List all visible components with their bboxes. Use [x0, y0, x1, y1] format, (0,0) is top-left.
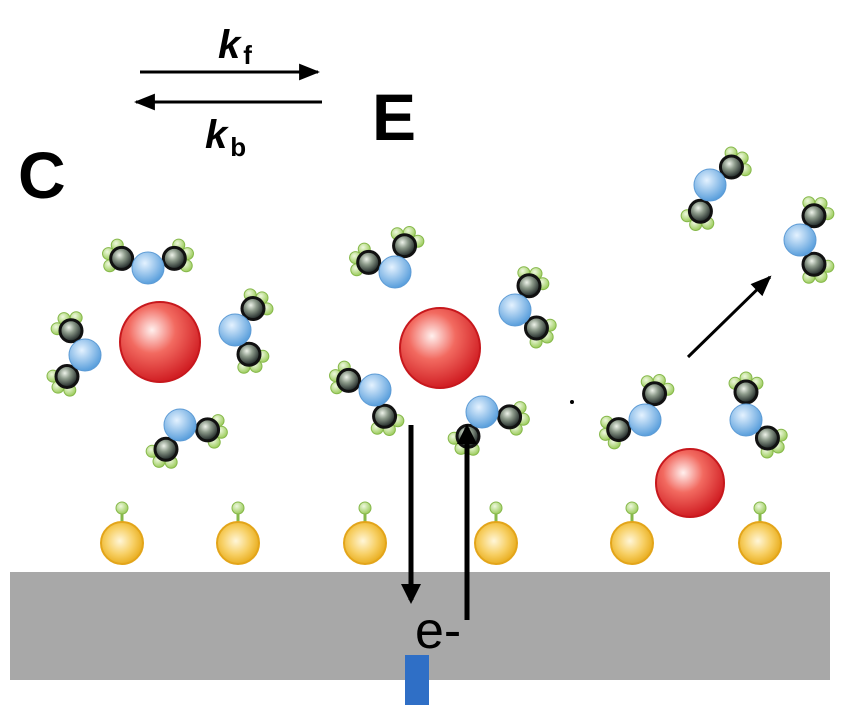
site-atom	[216, 521, 260, 565]
hydrogen-atom	[358, 501, 372, 515]
ligand	[783, 196, 835, 284]
metal-ion	[399, 307, 481, 389]
ligand-center-atom	[131, 251, 165, 285]
hydrogen-atom	[625, 501, 639, 515]
site-atom	[100, 521, 144, 565]
state-c-label: C	[18, 138, 66, 212]
ligand-atom	[236, 341, 262, 367]
hydrogen-atom	[753, 501, 767, 515]
surface-site	[610, 501, 654, 565]
ligand-atom	[801, 251, 827, 277]
hydrogen-atom	[489, 501, 503, 515]
complexes	[46, 226, 788, 518]
ligand-center-atom	[693, 168, 727, 202]
ligand-atom	[718, 154, 744, 180]
electron-label: e-	[415, 602, 461, 660]
ligand-atom	[356, 249, 382, 275]
ligand-release-arrow-icon	[686, 275, 772, 359]
ligand-center-atom	[218, 313, 252, 347]
ligand-atom	[153, 436, 179, 462]
state-e-label: E	[372, 80, 416, 154]
rate-backward-k: k	[205, 113, 229, 157]
ligand	[46, 311, 102, 397]
ligand-atom	[336, 367, 362, 393]
surface-sites	[100, 501, 782, 565]
surface-site	[474, 501, 518, 565]
ligand	[145, 408, 228, 469]
ligand-atom	[195, 417, 221, 443]
ligand-atom	[372, 403, 398, 429]
ligand-atom	[109, 245, 135, 271]
ligand-atom	[754, 425, 780, 451]
ligand-center-atom	[783, 223, 817, 257]
ligand-atom	[54, 363, 80, 389]
electrode-contact	[405, 655, 429, 705]
metal-ion	[119, 301, 201, 383]
ligand-atom	[733, 379, 759, 405]
surface-site	[100, 501, 144, 565]
equilibrium-arrows-icon	[133, 63, 322, 111]
hydrogen-atom	[115, 501, 129, 515]
ligand-atom	[606, 417, 632, 443]
ligand-center-atom	[498, 293, 532, 327]
hydrogen-atom	[231, 501, 245, 515]
rate-forward-sub: f	[243, 40, 252, 70]
ligand	[218, 288, 274, 374]
ligand	[498, 266, 557, 349]
speck	[570, 400, 574, 404]
complex-c	[46, 238, 274, 469]
ligand-atom	[642, 381, 668, 407]
ligand-atom	[516, 273, 542, 299]
surface-site	[738, 501, 782, 565]
surface-site	[216, 501, 260, 565]
ligand	[329, 360, 405, 436]
ligand-atom	[497, 404, 523, 430]
ligand-atom	[687, 198, 713, 224]
ligand-center-atom	[729, 403, 763, 437]
rate-forward-k: k	[218, 23, 242, 67]
ligand	[447, 395, 530, 456]
site-atom	[610, 521, 654, 565]
electron-transfer-arrows-icon	[401, 424, 477, 620]
complex-e	[329, 226, 557, 456]
ligand	[599, 374, 675, 450]
site-atom	[738, 521, 782, 565]
site-atom	[343, 521, 387, 565]
ligand-atom	[161, 245, 187, 271]
site-atom	[474, 521, 518, 565]
ligand-center-atom	[358, 373, 392, 407]
ligand	[680, 146, 752, 231]
metal-ion	[655, 448, 725, 518]
surface-site	[343, 501, 387, 565]
rate-backward-sub: b	[230, 132, 246, 162]
ligand-atom	[801, 203, 827, 229]
released-ligands	[680, 146, 835, 284]
ligand-center-atom	[163, 408, 197, 442]
ligand	[349, 226, 425, 289]
ligand-center-atom	[628, 403, 662, 437]
ligand-center-atom	[465, 395, 499, 429]
ligand-atom	[523, 315, 549, 341]
ligand	[102, 238, 194, 285]
ligand	[728, 371, 788, 459]
ligand-center-atom	[378, 255, 412, 289]
ligand-atom	[392, 233, 418, 259]
complex-adsorbed	[599, 371, 788, 518]
ligand-atom	[58, 318, 84, 344]
ligand-atom	[240, 296, 266, 322]
ligand-center-atom	[68, 338, 102, 372]
